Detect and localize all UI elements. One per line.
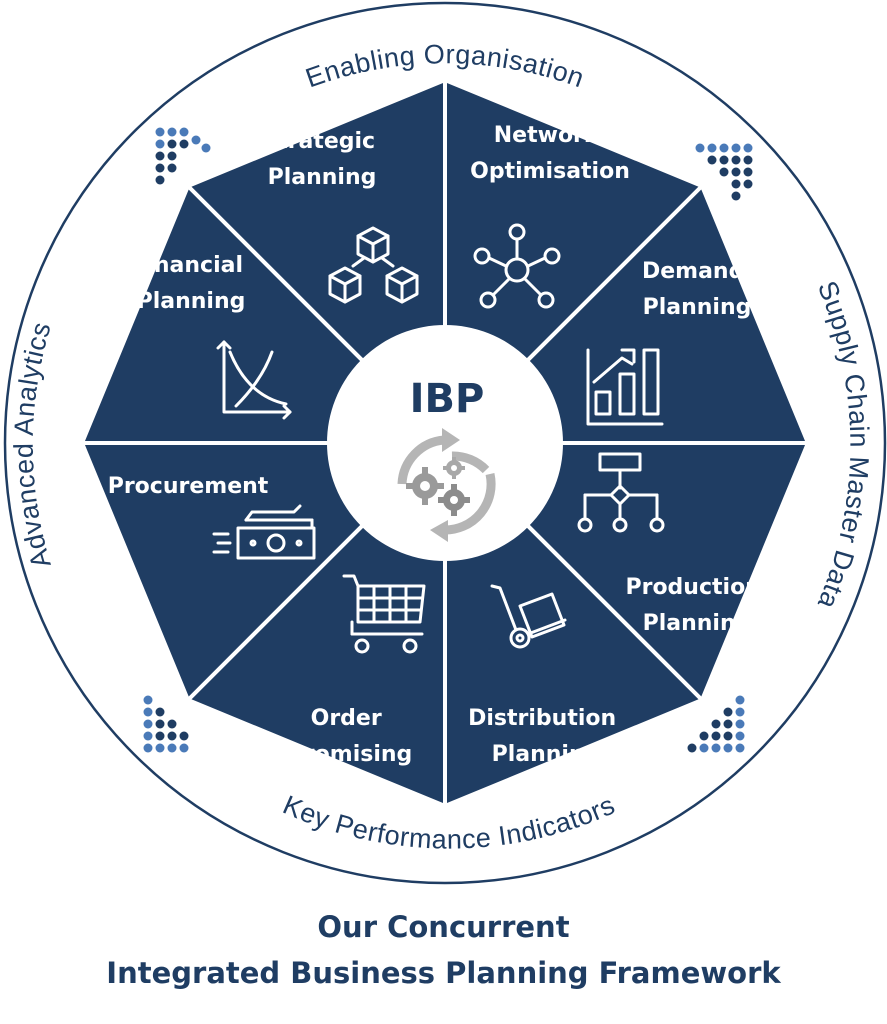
cubes-icon xyxy=(328,226,419,304)
dot-arrow-top-left-icon xyxy=(155,127,211,185)
segment-label-procurement: Procurement xyxy=(108,474,269,499)
segment-label-order-promising: Order Promising xyxy=(288,706,413,767)
network-hub-icon xyxy=(473,223,561,309)
segment-label-demand-planning: Demand Planning xyxy=(642,259,752,320)
ibp-wheel-diagram: Enabling Organisation Supply Chain Maste… xyxy=(3,1,887,885)
segment-label-financial-planning: Financial Planning xyxy=(131,253,250,314)
cash-money-icon xyxy=(212,504,316,560)
caption-line-1: Our Concurrent xyxy=(317,910,570,944)
hand-truck-icon xyxy=(490,584,567,649)
segment-label-production-planning: Production Planning xyxy=(625,575,768,636)
shopping-cart-icon xyxy=(342,574,426,654)
dot-arrow-bottom-left-icon xyxy=(143,695,189,753)
dot-arrow-bottom-right-icon xyxy=(687,695,745,753)
center-title: IBP xyxy=(410,376,485,422)
caption-line-2: Integrated Business Planning Framework xyxy=(106,956,781,990)
dot-arrow-top-right-icon xyxy=(695,143,753,201)
segment-label-network-optimisation: Network Optimisation xyxy=(470,123,630,184)
flowchart-icon xyxy=(577,452,665,533)
curve-chart-icon xyxy=(216,340,292,420)
bar-chart-growth-icon xyxy=(586,348,664,426)
cycle-gears-icon xyxy=(397,428,496,542)
segment-label-distribution-planning: Distribution Planning xyxy=(468,706,624,767)
segment-label-strategic-planning: Strategic Planning xyxy=(261,129,383,190)
